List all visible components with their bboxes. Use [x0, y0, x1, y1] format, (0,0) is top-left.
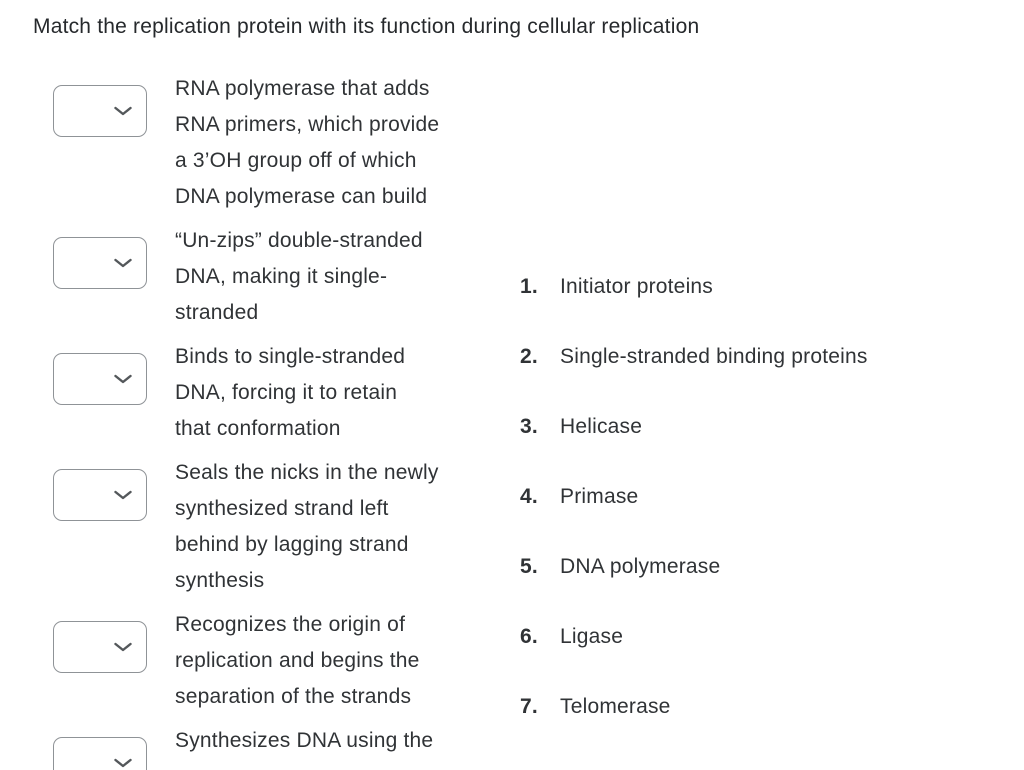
description-line: DNA, making it single-	[175, 265, 388, 288]
option-number: 5.	[520, 555, 538, 578]
option-number: 4.	[520, 485, 538, 508]
description-line: behind by lagging strand	[175, 533, 409, 556]
option-label: Primase	[560, 485, 639, 508]
description-line: synthesized strand left	[175, 497, 389, 520]
chevron-down-icon	[114, 758, 132, 768]
description-line: replication and begins the	[175, 649, 420, 672]
option-label: Telomerase	[560, 695, 671, 718]
description-line: Synthesizes DNA using the	[175, 729, 434, 752]
match-row: Recognizes the origin of replication and…	[53, 607, 439, 715]
match-description: Synthesizes DNA using the	[175, 723, 433, 759]
match-row: RNA polymerase that adds RNA primers, wh…	[53, 71, 439, 215]
description-line: separation of the strands	[175, 685, 412, 708]
description-line: Seals the nicks in the newly	[175, 461, 439, 484]
option-number: 2.	[520, 345, 538, 368]
match-description: RNA polymerase that adds RNA primers, wh…	[175, 71, 439, 215]
question-title: Match the replication protein with its f…	[33, 15, 700, 38]
option-item: 4. Primase	[520, 484, 868, 554]
option-item: 7. Telomerase	[520, 694, 868, 764]
option-label: Initiator proteins	[560, 275, 714, 298]
option-item: 3. Helicase	[520, 414, 868, 484]
option-number: 3.	[520, 415, 538, 438]
description-line: synthesis	[175, 569, 265, 592]
option-number: 7.	[520, 695, 538, 718]
option-item: 1. Initiator proteins	[520, 274, 868, 344]
option-number: 6.	[520, 625, 538, 648]
description-line: Recognizes the origin of	[175, 613, 406, 636]
match-description: “Un-zips” double-stranded DNA, making it…	[175, 223, 423, 331]
description-line: DNA, forcing it to retain	[175, 381, 398, 404]
description-line: RNA polymerase that adds	[175, 77, 430, 100]
match-select-5[interactable]	[53, 621, 147, 673]
option-item: 6. Ligase	[520, 624, 868, 694]
option-label: Ligase	[560, 625, 624, 648]
option-label: DNA polymerase	[560, 555, 721, 578]
match-row: Binds to single-stranded DNA, forcing it…	[53, 339, 439, 447]
description-line: “Un-zips” double-stranded	[175, 229, 423, 252]
match-description: Seals the nicks in the newly synthesized…	[175, 455, 439, 599]
match-list: RNA polymerase that adds RNA primers, wh…	[53, 71, 439, 770]
option-item: 2. Single-stranded binding proteins	[520, 344, 868, 414]
chevron-down-icon	[114, 106, 132, 116]
option-number: 1.	[520, 275, 538, 298]
match-row: Synthesizes DNA using the	[53, 723, 439, 770]
description-line: Binds to single-stranded	[175, 345, 406, 368]
match-row: Seals the nicks in the newly synthesized…	[53, 455, 439, 599]
description-line: a 3’OH group off of which	[175, 149, 417, 172]
match-row: “Un-zips” double-stranded DNA, making it…	[53, 223, 439, 331]
chevron-down-icon	[114, 374, 132, 384]
description-line: stranded	[175, 301, 259, 324]
match-select-4[interactable]	[53, 469, 147, 521]
match-select-2[interactable]	[53, 237, 147, 289]
chevron-down-icon	[114, 258, 132, 268]
option-item: 5. DNA polymerase	[520, 554, 868, 624]
description-line: that conformation	[175, 417, 341, 440]
option-label: Single-stranded binding proteins	[560, 345, 868, 368]
match-select-1[interactable]	[53, 85, 147, 137]
match-description: Binds to single-stranded DNA, forcing it…	[175, 339, 405, 447]
match-select-3[interactable]	[53, 353, 147, 405]
match-select-6[interactable]	[53, 737, 147, 770]
protein-options-list: 1. Initiator proteins 2. Single-stranded…	[520, 274, 868, 764]
description-line: RNA primers, which provide	[175, 113, 440, 136]
description-line: DNA polymerase can build	[175, 185, 428, 208]
chevron-down-icon	[114, 490, 132, 500]
chevron-down-icon	[114, 642, 132, 652]
match-description: Recognizes the origin of replication and…	[175, 607, 420, 715]
option-label: Helicase	[560, 415, 643, 438]
